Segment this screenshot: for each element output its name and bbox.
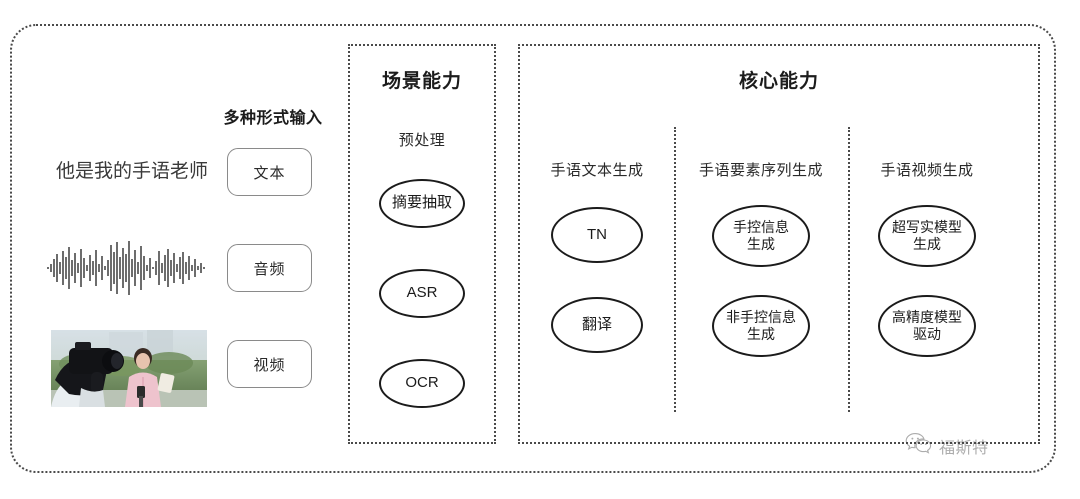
watermark: 福斯特 <box>905 432 989 459</box>
node-ocr[interactable]: OCR <box>379 359 465 408</box>
node-photorealistic-model-generation[interactable]: 超写实模型 生成 <box>878 205 976 267</box>
node-high-precision-model-driving[interactable]: 高精度模型 驱动 <box>878 295 976 357</box>
outer-frame <box>10 24 1056 473</box>
modality-box-audio[interactable]: 音频 <box>227 244 312 292</box>
core-column-divider-2 <box>848 127 850 412</box>
sample-input-text: 他是我的手语老师 <box>55 161 208 182</box>
scene-panel-title: 场景能力 <box>381 71 462 92</box>
wechat-icon <box>905 432 933 459</box>
core-column-header-text-generation: 手语文本生成 <box>550 162 644 179</box>
camera-reporter-photo <box>51 330 207 407</box>
modality-box-text[interactable]: 文本 <box>227 148 312 196</box>
node-asr[interactable]: ASR <box>379 269 465 318</box>
scene-capability-panel <box>348 44 496 444</box>
node-translation[interactable]: 翻译 <box>551 297 643 353</box>
core-column-divider-1 <box>674 127 676 412</box>
core-column-header-element-sequence: 手语要素序列生成 <box>698 162 823 179</box>
node-tn[interactable]: TN <box>551 207 643 263</box>
modality-box-video[interactable]: 视频 <box>227 340 312 388</box>
node-manual-signal-generation[interactable]: 手控信息 生成 <box>712 205 810 267</box>
watermark-label: 福斯特 <box>939 439 989 457</box>
core-capability-panel <box>518 44 1040 444</box>
input-section-caption: 多种形式输入 <box>223 110 323 127</box>
core-column-header-video-generation: 手语视频生成 <box>880 162 974 179</box>
core-panel-title: 核心能力 <box>738 71 819 92</box>
audio-waveform-icon <box>46 238 208 298</box>
scene-subsection-header: 预处理 <box>398 132 446 149</box>
node-summary-extraction[interactable]: 摘要抽取 <box>379 179 465 228</box>
node-non-manual-signal-generation[interactable]: 非手控信息 生成 <box>712 295 810 357</box>
